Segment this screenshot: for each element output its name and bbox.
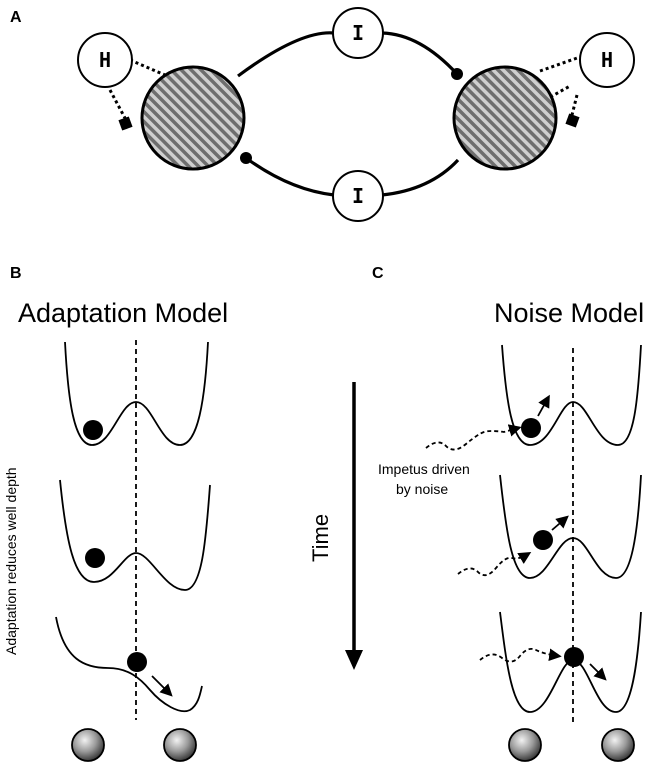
hidden-label-right: H: [601, 48, 613, 72]
time-label: Time: [308, 514, 333, 562]
noise-arrow-3: [589, 663, 607, 681]
adaptation-ball-1: [83, 420, 103, 440]
synapse-dot-right: [451, 68, 463, 80]
noise-ball-2: [533, 530, 553, 550]
adaptation-well-3: [55, 616, 203, 713]
adaptation-well-2: [59, 479, 211, 591]
noise-model-title: Noise Model: [494, 298, 644, 328]
noise-impetus-3: [479, 647, 562, 663]
h-right-edge-1: [539, 55, 581, 73]
noise-ball-3: [564, 647, 584, 667]
adaptation-ball-2: [85, 548, 105, 568]
edge-top-inhib-right: [381, 31, 459, 76]
inhibitory-node-top: [332, 7, 384, 59]
noise-arrow-2: [551, 515, 569, 531]
noise-percept-left: [508, 728, 542, 762]
h-left-square-terminal: [118, 116, 133, 131]
adaptation-ball-3: [127, 652, 147, 672]
h-right-square-terminal: [565, 113, 580, 128]
noise-arrow-1: [537, 394, 550, 417]
h-right-edge-3: [570, 94, 579, 116]
adaptation-percept-right: [163, 728, 197, 762]
edge-left-bottom-inhib: [245, 156, 335, 197]
population-left-circle: [140, 65, 246, 171]
adaptation-arrow-3: [151, 675, 173, 697]
noise-impetus-2: [457, 552, 532, 577]
noise-percept-right: [601, 728, 635, 762]
panel-label-b: B: [10, 265, 22, 282]
population-right-circle: [452, 65, 558, 171]
noise-ball-1: [521, 418, 541, 438]
noise-annotation-line1: Impetus driven: [378, 461, 470, 477]
inhibitory-label-top: I: [352, 21, 364, 45]
panel-label-c: C: [372, 265, 384, 282]
time-arrow-head: [345, 650, 363, 670]
adaptation-model-title: Adaptation Model: [18, 298, 228, 328]
h-right-edge-2: [544, 84, 571, 102]
edge-bottom-inhib-right: [381, 158, 460, 197]
inhibitory-node-bottom: [332, 170, 384, 222]
adaptation-percept-left: [71, 728, 105, 762]
adaptation-side-label: Adaptation reduces well depth: [3, 467, 19, 655]
h-left-edge-2: [108, 89, 128, 121]
noise-well-2: [499, 474, 642, 579]
noise-annotation-line2: by noise: [396, 481, 448, 497]
hidden-label-left: H: [99, 48, 111, 72]
inhibitory-label-bottom: I: [352, 184, 364, 208]
adaptation-well-1: [64, 341, 209, 446]
hidden-node-right: [579, 32, 635, 88]
h-left-edge-1: [129, 58, 166, 77]
noise-impetus-1: [425, 424, 522, 451]
edge-left-top-inhib: [237, 31, 335, 78]
panel-label-a: A: [10, 9, 22, 26]
hidden-node-left: [77, 32, 133, 88]
synapse-dot-left: [240, 152, 252, 164]
